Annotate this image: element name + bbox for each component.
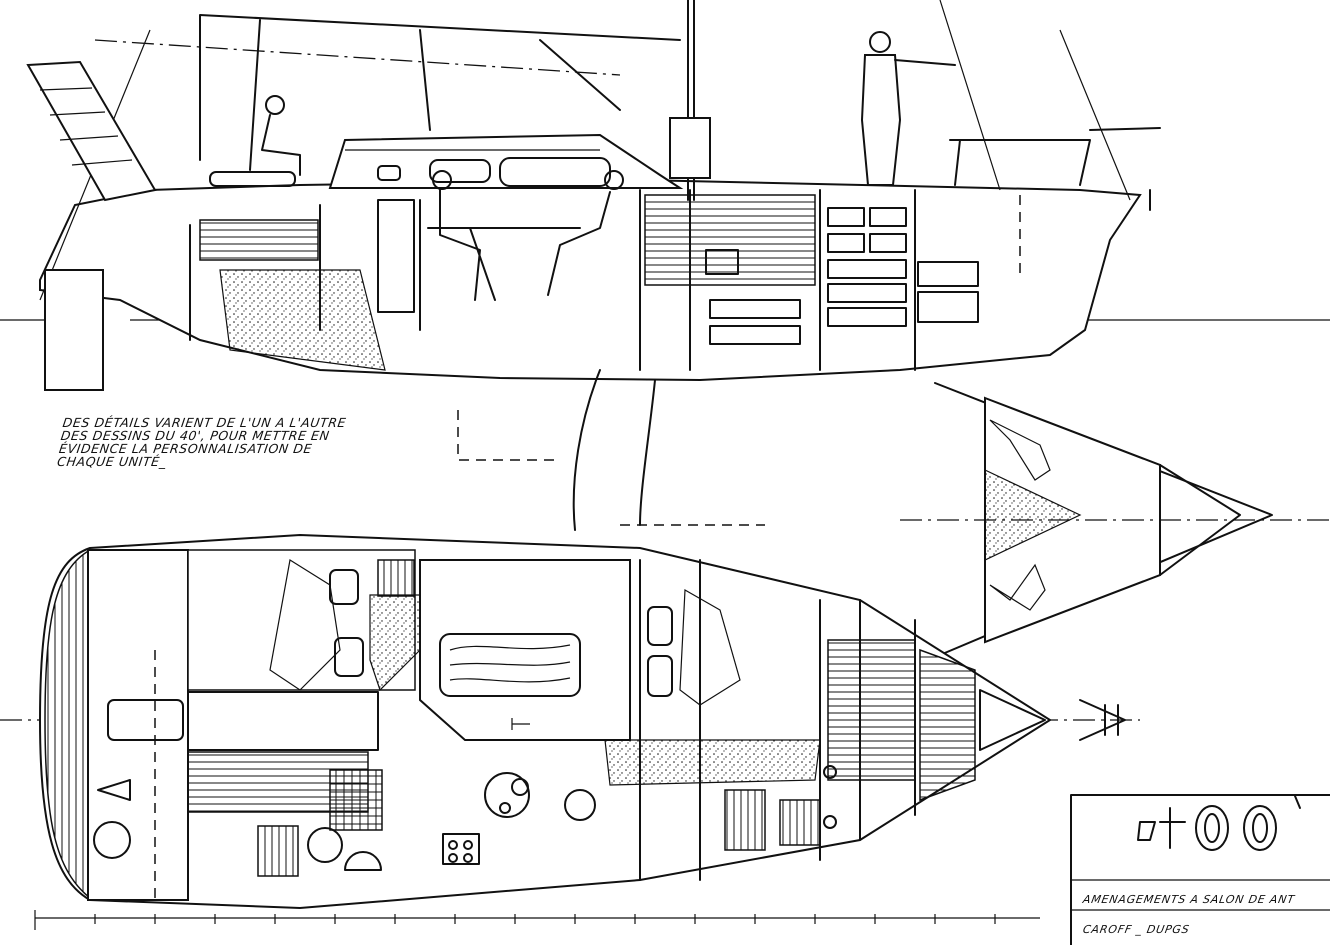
note-line: CHAQUE UNITÉ_	[56, 454, 168, 469]
drawing-authors: CAROFF _ DUPGS	[1081, 923, 1191, 936]
coachroof	[328, 133, 684, 189]
galley-grid	[329, 769, 383, 831]
saloon-door	[377, 199, 415, 313]
engine	[219, 269, 386, 371]
drawing-title: AMENAGEMENTS A SALON DE ANT	[1081, 893, 1296, 906]
portlight	[429, 159, 491, 183]
accommodation-plan	[0, 533, 1140, 910]
title-block: AMENAGEMENTS A SALON DE ANT CAROFF _ DUP…	[1071, 795, 1330, 945]
side-profile	[0, 0, 1330, 531]
title-block-frame	[1070, 794, 1330, 945]
crew-figure-standing	[860, 31, 956, 186]
cockpit-area	[87, 549, 189, 901]
design-note: DES DÉTAILS VARIENT DE L'UN A L'AUTRE DE…	[56, 415, 393, 469]
scale-bar	[34, 910, 1040, 930]
portlight	[209, 171, 296, 187]
forward-cabin-plan	[900, 382, 1330, 656]
keel-outline	[572, 369, 601, 531]
stove	[442, 833, 480, 865]
wind-vane	[26, 60, 157, 202]
model-logo-icon	[1137, 795, 1301, 851]
saloon-table	[427, 227, 581, 301]
bimini-frame	[199, 14, 681, 171]
rudder	[44, 269, 104, 391]
hull-profile	[39, 178, 1142, 382]
crew-figure-seated	[261, 95, 624, 301]
portlight	[377, 165, 401, 181]
